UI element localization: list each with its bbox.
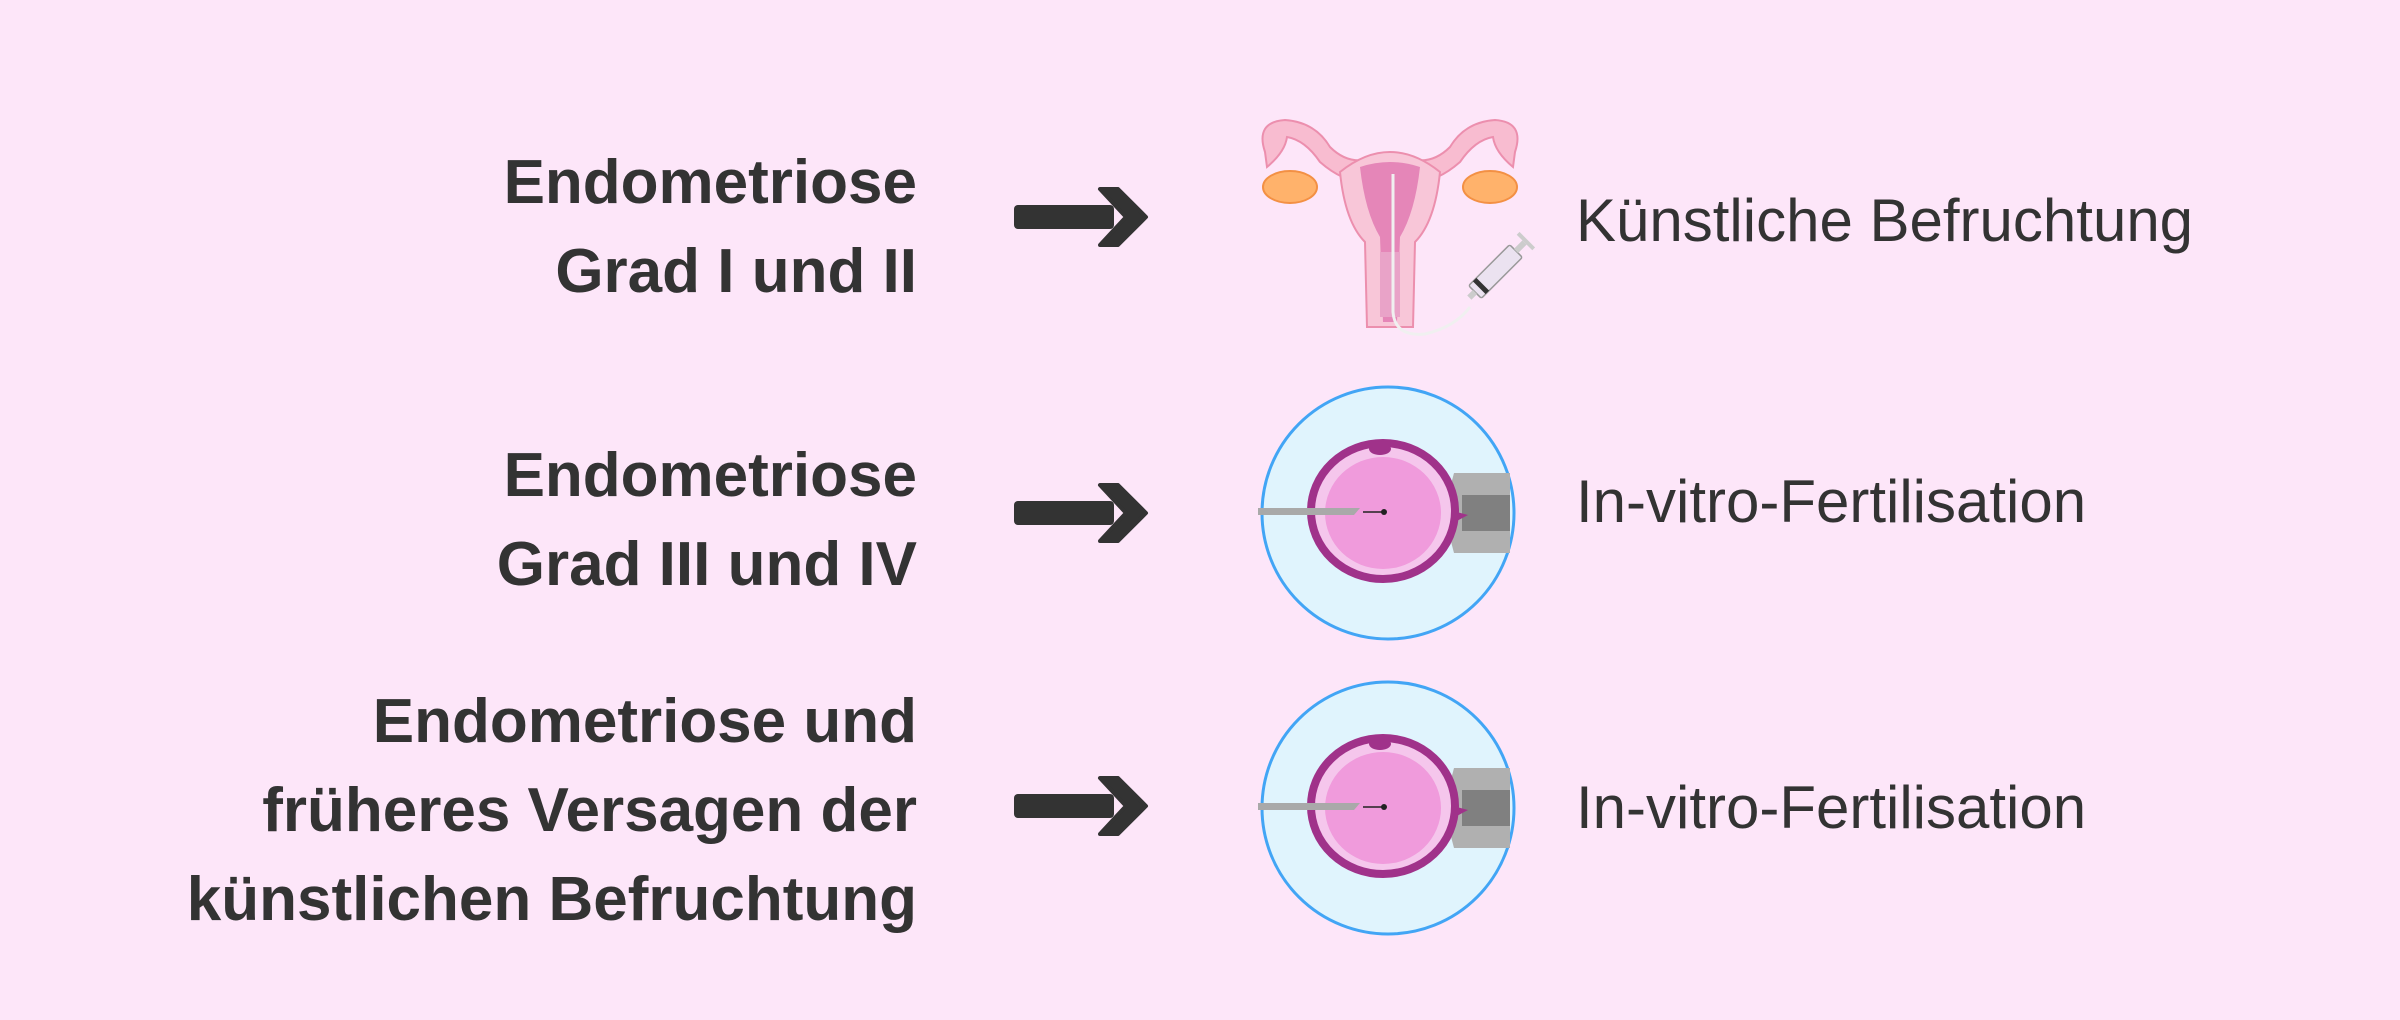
condition-line: Grad III und IV (496, 530, 917, 599)
arrow-right-icon (1014, 774, 1150, 838)
arrow-right-icon (1014, 185, 1150, 249)
condition-line: Endometriose und (372, 687, 917, 756)
condition-line: früheres Versagen der (262, 776, 917, 845)
condition-line: Endometriose (503, 148, 917, 217)
treatment-label: Künstliche Befruchtung (1576, 187, 2194, 254)
condition-line: Grad I und II (555, 237, 917, 306)
arrow-right-icon (1014, 481, 1150, 545)
condition-label-grade-1-2: Endometriose Grad I und II (504, 138, 917, 316)
egg-icsi-icon (1258, 383, 1518, 643)
uterus-insemination-icon (1261, 118, 1535, 336)
condition-label-previous-failure: Endometriose und früheres Versagen der k… (187, 677, 917, 944)
condition-label-grade-3-4: Endometriose Grad III und IV (497, 431, 917, 609)
treatment-label: In-vitro-Fertilisation (1576, 468, 2087, 535)
treatment-label: In-vitro-Fertilisation (1576, 774, 2087, 841)
egg-icsi-icon (1258, 678, 1518, 938)
condition-line: künstlichen Befruchtung (186, 865, 917, 934)
condition-line: Endometriose (503, 441, 917, 510)
